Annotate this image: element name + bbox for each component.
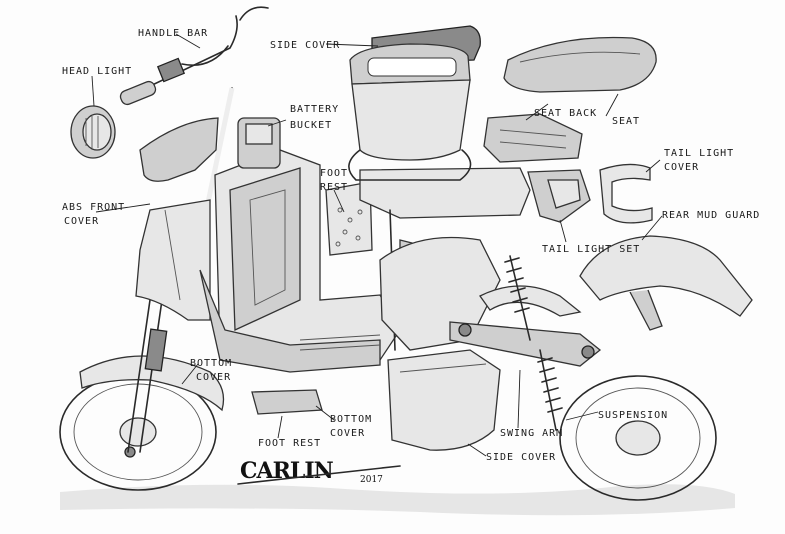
label-seat: SEAT: [612, 116, 640, 127]
foot-rest-lower: [251, 389, 323, 415]
rear-mud-guard: [579, 235, 753, 317]
label-bottom-cover-mid-1: BOTTOM: [330, 414, 372, 425]
label-battery-bucket-2: BUCKET: [290, 120, 332, 131]
label-tail-light-cover-2: COVER: [664, 162, 699, 173]
label-tail-light-cover-1: TAIL LIGHT: [664, 148, 734, 159]
tail-light-set: [527, 169, 591, 223]
headlight: [70, 105, 116, 159]
signature-year: 2017: [360, 475, 383, 485]
side-cover-top: [349, 25, 481, 161]
label-handle-bar: HANDLE BAR: [138, 28, 208, 39]
label-foot-rest-lower: FOOT REST: [258, 438, 321, 449]
abs-front-cover: [139, 117, 219, 182]
label-suspension: SUSPENSION: [598, 410, 668, 421]
label-bottom-cover-mid-2: COVER: [330, 428, 365, 439]
ground-shadow: [60, 484, 735, 516]
label-head-light: HEAD LIGHT: [62, 66, 132, 77]
label-battery-bucket-1: BATTERY: [290, 104, 339, 115]
swing-arm: [449, 285, 602, 367]
label-side-cover-top: SIDE COVER: [270, 40, 340, 51]
label-bottom-cover-left-1: BOTTOM: [190, 358, 232, 369]
seat: [503, 36, 657, 93]
label-abs-front-cover-2: COVER: [64, 216, 99, 227]
label-tail-light-set: TAIL LIGHT SET: [542, 244, 640, 255]
signature-name: CARLIN: [240, 458, 334, 484]
artist-signature: CARLIN 2017: [237, 458, 401, 485]
label-abs-front-cover-1: ABS FRONT: [62, 202, 125, 213]
label-seat-back: SEAT BACK: [534, 108, 597, 119]
leader-lines: [91, 33, 663, 457]
tail-light-cover: [599, 163, 653, 224]
suspension: [504, 255, 563, 431]
main-body: [199, 149, 401, 373]
label-swing-arm: SWING ARM: [500, 428, 563, 439]
label-rear-mud-guard: REAR MUD GUARD: [662, 210, 760, 221]
rear-frame: [348, 149, 531, 351]
seat-back: [483, 113, 583, 163]
label-foot-rest-upper-2: REST: [320, 182, 348, 193]
label-bottom-cover-left-2: COVER: [196, 372, 231, 383]
front-fork: [127, 299, 168, 453]
battery-bucket: [237, 117, 281, 169]
label-foot-rest-upper-1: FOOT: [320, 168, 348, 179]
side-cover-bottom: [387, 349, 501, 451]
label-side-cover-bottom: SIDE COVER: [486, 452, 556, 463]
rear-wheel: [559, 375, 717, 501]
